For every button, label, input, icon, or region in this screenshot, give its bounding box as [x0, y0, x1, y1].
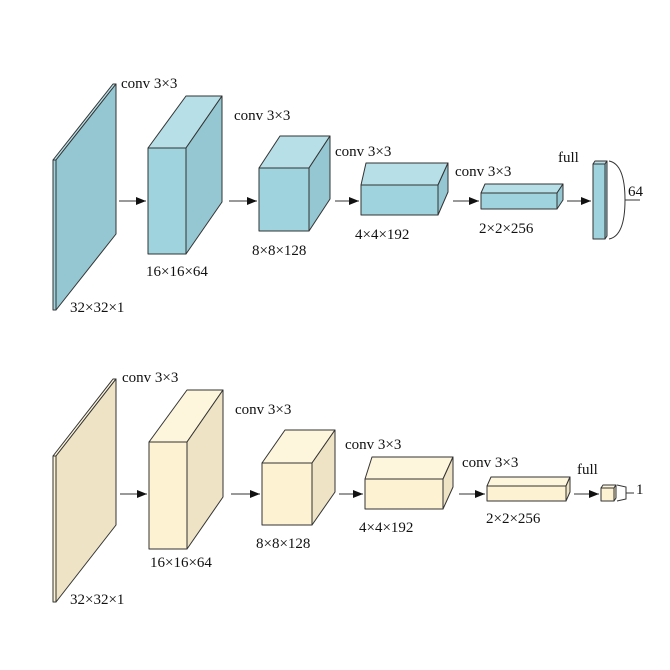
bottom-layer2-block [148, 389, 224, 550]
top-l3-op-label: conv 3×3 [335, 144, 391, 160]
top-l5-size-label: 2×2×256 [479, 221, 534, 237]
bottom-layer3-block [261, 429, 336, 526]
bottom-l3-size-label: 8×8×128 [256, 536, 310, 552]
bottom-layer1-input-block [52, 378, 117, 603]
bottom-l2-size-label: 16×16×64 [150, 555, 212, 571]
top-l2-size-label: 16×16×64 [146, 264, 208, 280]
bottom-l1-size-label: 32×32×1 [70, 592, 124, 608]
bottom-l3-op-label: conv 3×3 [345, 437, 401, 453]
top-l4-size-label: 4×4×192 [355, 227, 409, 243]
bottom-output-label: 1 [636, 482, 644, 498]
bottom-layer5-block [486, 476, 571, 502]
bottom-l2-op-label: conv 3×3 [235, 402, 291, 418]
top-l1-size-label: 32×32×1 [70, 300, 124, 316]
top-full-block [592, 160, 608, 240]
top-layer2-block [147, 95, 223, 255]
bottom-output-connector [616, 484, 627, 502]
top-layer5-block [480, 183, 564, 210]
bottom-l4-op-label: conv 3×3 [462, 455, 518, 471]
bottom-l5-op-label: full [577, 462, 598, 478]
top-l2-op-label: conv 3×3 [234, 108, 290, 124]
bottom-full-block [600, 484, 617, 502]
bottom-l5-size-label: 2×2×256 [486, 511, 541, 527]
top-l3-size-label: 8×8×128 [252, 243, 306, 259]
bottom-layer4-block [364, 456, 454, 510]
bottom-l1-op-label: conv 3×3 [122, 370, 178, 386]
top-l5-op-label: full [558, 150, 579, 166]
top-layer4-block [360, 162, 449, 216]
top-output-label: 64 [628, 184, 644, 200]
bottom-l4-size-label: 4×4×192 [359, 520, 413, 536]
top-network: conv 3×3 32×32×1 conv 3×3 16×16×64 conv … [52, 76, 644, 316]
top-l1-op-label: conv 3×3 [121, 76, 177, 92]
top-l4-op-label: conv 3×3 [455, 164, 511, 180]
top-layer3-block [258, 135, 331, 232]
top-output-bracket [608, 160, 626, 240]
bottom-network: conv 3×3 32×32×1 conv 3×3 16×16×64 conv … [52, 370, 644, 608]
top-layer1-input-block [52, 83, 117, 311]
